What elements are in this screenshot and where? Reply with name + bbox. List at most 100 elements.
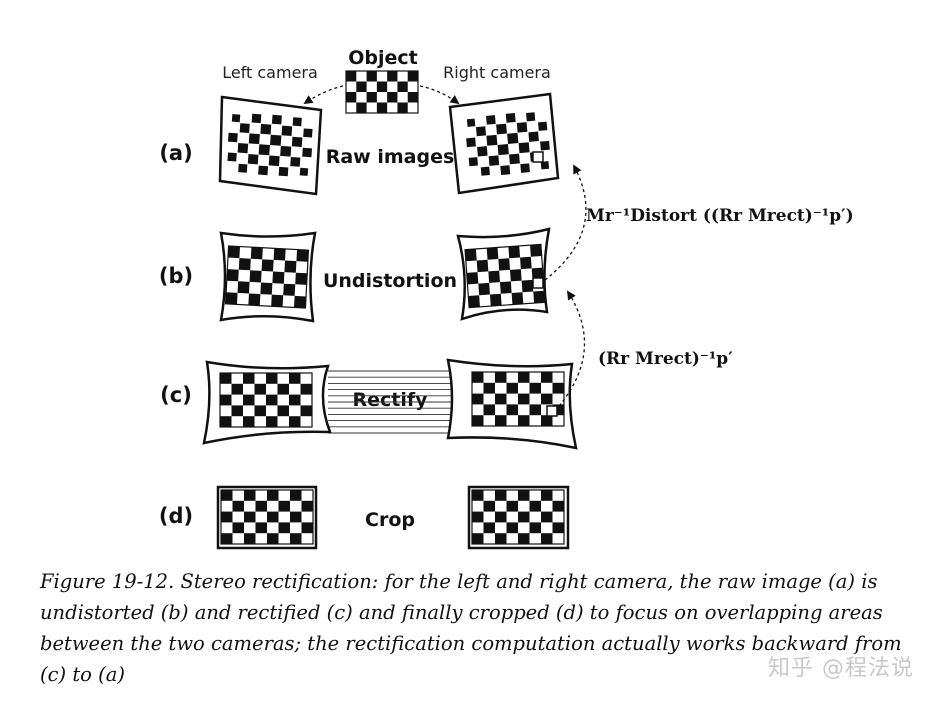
checker-square bbox=[232, 522, 244, 534]
undistort-to-raw-arrow bbox=[544, 164, 587, 281]
crop-label: Crop bbox=[365, 509, 415, 531]
checker-outline bbox=[464, 243, 546, 309]
checker-square bbox=[529, 404, 541, 416]
checker-square bbox=[289, 373, 301, 384]
checker-square bbox=[231, 114, 241, 123]
pixel-marker-a bbox=[532, 151, 544, 163]
raw-left-image bbox=[218, 95, 323, 196]
rectified-right-image bbox=[446, 358, 578, 450]
checker-square bbox=[303, 128, 313, 138]
checker-square bbox=[238, 258, 251, 271]
row-b-tag: (b) bbox=[159, 264, 193, 288]
checker-square bbox=[238, 163, 248, 173]
checker-square bbox=[480, 166, 490, 176]
checker-square bbox=[289, 394, 301, 406]
figure-caption: Figure 19-12. Stereo rectification: for … bbox=[40, 570, 902, 686]
checker-square bbox=[499, 281, 512, 294]
checker-square bbox=[541, 490, 553, 501]
checker-square bbox=[292, 117, 302, 127]
rectified-left-image bbox=[202, 360, 332, 445]
checker-square bbox=[221, 490, 233, 501]
checker-square bbox=[278, 522, 290, 534]
checker-outline bbox=[345, 70, 419, 114]
checker-square bbox=[291, 136, 303, 147]
checker-square bbox=[356, 102, 367, 113]
checker-square bbox=[260, 123, 272, 135]
checker-square bbox=[225, 292, 238, 305]
checker-square bbox=[472, 511, 484, 523]
object-label: Object bbox=[348, 47, 418, 69]
checker-square bbox=[518, 393, 530, 405]
checker-square bbox=[496, 123, 507, 135]
epipolar-lines bbox=[328, 370, 452, 434]
cropped-right-image bbox=[467, 485, 570, 550]
checker-square bbox=[387, 92, 398, 103]
checker-square bbox=[244, 511, 256, 523]
checker-square bbox=[472, 490, 484, 501]
raw-right-image bbox=[448, 92, 560, 195]
checker-square bbox=[489, 293, 502, 307]
cropped-left-image bbox=[216, 485, 318, 550]
checker-square bbox=[530, 244, 542, 257]
checker-square bbox=[300, 383, 312, 395]
checker-square bbox=[267, 490, 279, 501]
checker-square bbox=[244, 490, 256, 501]
checker-square bbox=[290, 490, 302, 501]
distort-formula: Mr⁻¹Distort ((Rr Mrect)⁻¹p′) bbox=[586, 206, 854, 226]
checker-square bbox=[495, 511, 507, 523]
undistortion-label: Undistortion bbox=[323, 270, 457, 292]
row-d-tag: (d) bbox=[159, 504, 193, 528]
checker-square bbox=[520, 163, 530, 173]
checker-square bbox=[273, 248, 286, 261]
checker-square bbox=[231, 383, 243, 395]
checker-square bbox=[247, 154, 259, 165]
checker-square bbox=[227, 132, 238, 143]
checker-square bbox=[538, 121, 548, 131]
checker-square bbox=[506, 500, 518, 512]
checker-square bbox=[510, 269, 522, 282]
checker-square bbox=[483, 500, 495, 512]
checker-square bbox=[271, 294, 284, 307]
checker-square bbox=[472, 415, 484, 426]
checker-square bbox=[509, 153, 520, 165]
checker-square bbox=[244, 533, 256, 544]
checker-square bbox=[472, 372, 484, 383]
checker-square bbox=[478, 282, 490, 296]
checker-square bbox=[299, 167, 309, 176]
object-to-right-arrow bbox=[419, 85, 460, 105]
checker-square bbox=[541, 415, 553, 426]
checker-square bbox=[254, 405, 266, 417]
checker-square bbox=[271, 114, 282, 125]
checker-square bbox=[356, 81, 367, 92]
checker-square bbox=[284, 260, 297, 273]
checker-outline bbox=[471, 489, 565, 545]
checker-square bbox=[346, 92, 357, 103]
checker-square bbox=[483, 522, 495, 534]
checker-square bbox=[475, 126, 487, 137]
checker-square bbox=[506, 522, 518, 534]
checker-square bbox=[221, 533, 233, 544]
checker-square bbox=[232, 500, 244, 512]
checker-square bbox=[483, 404, 495, 416]
checker-square bbox=[258, 165, 269, 176]
checker-square bbox=[528, 131, 539, 142]
checker-square bbox=[366, 71, 377, 82]
rectify-formula: (Rr Mrect)⁻¹p′ bbox=[598, 349, 733, 369]
undistorted-right-image bbox=[456, 227, 551, 321]
checker-square bbox=[541, 511, 553, 523]
checker-square bbox=[266, 416, 278, 427]
checker-square bbox=[500, 165, 511, 176]
checker-square bbox=[483, 382, 495, 394]
checker-square bbox=[529, 500, 541, 512]
checker-square bbox=[277, 405, 289, 417]
checker-square bbox=[226, 269, 239, 282]
checker-outline bbox=[224, 245, 310, 309]
checker-square bbox=[531, 267, 544, 280]
checker-square bbox=[270, 134, 282, 146]
checker-square bbox=[507, 132, 519, 144]
checker-square bbox=[497, 144, 509, 156]
checker-square bbox=[552, 500, 564, 512]
checker-square bbox=[243, 394, 255, 406]
checker-square bbox=[520, 256, 532, 270]
checker-square bbox=[495, 415, 507, 426]
